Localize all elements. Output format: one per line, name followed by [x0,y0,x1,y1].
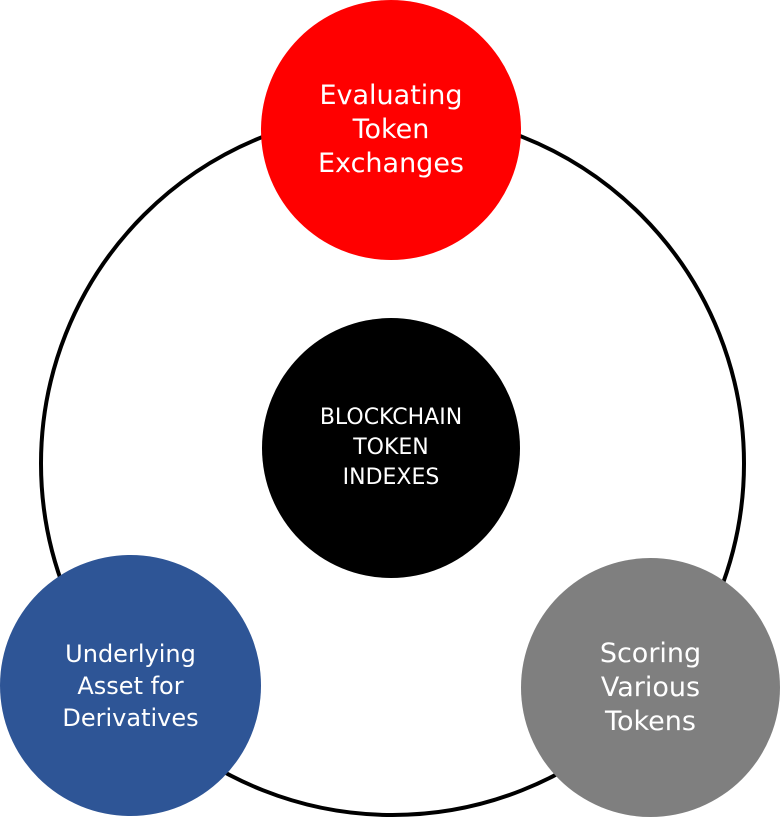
node-label-line: Token [352,114,430,145]
node-underlying-asset-for-derivatives: Underlying Asset for Derivatives [0,555,261,816]
center-label-line: BLOCKCHAIN [319,405,463,430]
node-label-line: Underlying [65,639,196,668]
node-evaluating-token-exchanges: Evaluating Token Exchanges [261,0,521,260]
node-scoring-various-tokens: Scoring Various Tokens [521,558,780,817]
node-label-line: Various [600,671,701,703]
center-label-line: INDEXES [342,465,440,490]
node-label-line: Evaluating [319,80,463,111]
node-label-line: Asset for [77,671,184,700]
center-label-line: TOKEN [353,435,429,460]
node-label-line: Derivatives [62,703,199,732]
node-label-line: Tokens [605,705,696,737]
node-label-line: Exchanges [318,148,464,179]
node-label-line: Scoring [599,637,702,669]
center-node-blockchain-token-indexes: BLOCKCHAIN TOKEN INDEXES [262,318,520,578]
